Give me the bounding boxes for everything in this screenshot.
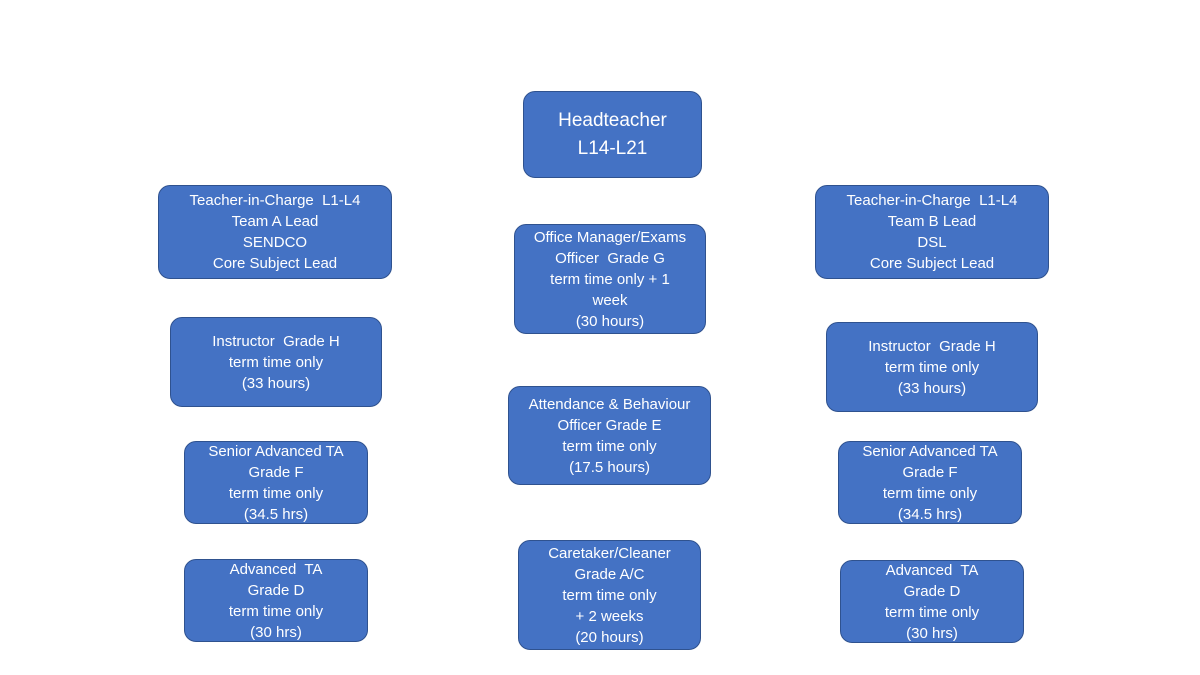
headteacher-box: Headteacher L14-L21 <box>523 91 702 178</box>
attendance-officer-terms: term time only <box>562 437 657 455</box>
advanced-ta-a-box: Advanced TA Grade D term time only (30 h… <box>184 559 368 642</box>
caretaker-cleaner-hours: (20 hours) <box>575 628 644 646</box>
office-manager-grade: Officer Grade G <box>555 249 665 267</box>
teacher-in-charge-b-team: Team B Lead <box>887 213 977 230</box>
advanced-ta-b-box: Advanced TA Grade D term time only (30 h… <box>840 560 1024 643</box>
senior-advanced-ta-b-box: Senior Advanced TA Grade F term time onl… <box>838 441 1022 524</box>
headteacher-title: Headteacher <box>558 109 667 131</box>
advanced-ta-b-terms: term time only <box>884 603 980 621</box>
caretaker-cleaner-terms-cont: + 2 weeks <box>575 607 644 625</box>
office-manager-box: Office Manager/Exams Officer Grade G ter… <box>514 224 706 334</box>
instructor-b-title: Instructor Grade H <box>868 337 996 355</box>
caretaker-cleaner-title: Caretaker/Cleaner <box>548 544 671 562</box>
teacher-in-charge-b-box: Teacher-in-Charge L1-L4 Team B Lead DSL … <box>815 185 1049 279</box>
attendance-officer-title: Attendance & Behaviour <box>528 395 691 413</box>
senior-advanced-ta-a-box: Senior Advanced TA Grade F term time onl… <box>184 441 368 524</box>
instructor-b-box: Instructor Grade H term time only (33 ho… <box>826 322 1038 412</box>
attendance-officer-grade: Officer Grade E <box>557 416 662 434</box>
instructor-b-hours: (33 hours) <box>897 379 967 397</box>
senior-advanced-ta-a-grade: Grade F <box>248 463 304 481</box>
office-manager-hours: (30 hours) <box>575 312 645 330</box>
caretaker-cleaner-terms: term time only <box>562 586 657 604</box>
advanced-ta-a-title: Advanced TA <box>229 560 323 578</box>
teacher-in-charge-a-role: SENDCO <box>242 234 308 251</box>
headteacher-grade: L14-L21 <box>577 137 648 159</box>
senior-advanced-ta-b-title: Senior Advanced TA <box>862 442 998 460</box>
caretaker-cleaner-box: Caretaker/Cleaner Grade A/C term time on… <box>518 540 701 650</box>
teacher-in-charge-a-title: Teacher-in-Charge L1-L4 <box>189 192 361 209</box>
senior-advanced-ta-b-hours: (34.5 hrs) <box>897 505 963 523</box>
senior-advanced-ta-a-hours: (34.5 hrs) <box>243 505 309 523</box>
senior-advanced-ta-a-title: Senior Advanced TA <box>208 442 344 460</box>
teacher-in-charge-b-subject: Core Subject Lead <box>869 255 995 272</box>
teacher-in-charge-a-box: Teacher-in-Charge L1-L4 Team A Lead SEND… <box>158 185 392 279</box>
instructor-a-terms: term time only <box>228 353 324 371</box>
attendance-officer-box: Attendance & Behaviour Officer Grade E t… <box>508 386 711 485</box>
instructor-a-title: Instructor Grade H <box>212 332 340 350</box>
advanced-ta-a-hours: (30 hrs) <box>250 623 302 641</box>
office-manager-terms-cont: week <box>592 291 628 309</box>
senior-advanced-ta-b-grade: Grade F <box>902 463 958 481</box>
office-manager-terms: term time only + 1 <box>550 270 670 288</box>
senior-advanced-ta-a-terms: term time only <box>228 484 324 502</box>
advanced-ta-a-grade: Grade D <box>247 581 305 599</box>
instructor-b-terms: term time only <box>884 358 980 376</box>
caretaker-cleaner-grade: Grade A/C <box>574 565 645 583</box>
advanced-ta-b-title: Advanced TA <box>885 561 979 579</box>
attendance-officer-hours: (17.5 hours) <box>569 458 650 476</box>
senior-advanced-ta-b-terms: term time only <box>882 484 978 502</box>
advanced-ta-b-hours: (30 hrs) <box>906 624 958 642</box>
advanced-ta-b-grade: Grade D <box>903 582 961 600</box>
instructor-a-hours: (33 hours) <box>241 374 311 392</box>
teacher-in-charge-b-title: Teacher-in-Charge L1-L4 <box>846 192 1018 209</box>
instructor-a-box: Instructor Grade H term time only (33 ho… <box>170 317 382 407</box>
teacher-in-charge-a-team: Team A Lead <box>231 213 319 230</box>
office-manager-title: Office Manager/Exams <box>533 228 687 246</box>
teacher-in-charge-b-role: DSL <box>917 234 947 251</box>
teacher-in-charge-a-subject: Core Subject Lead <box>212 255 338 272</box>
advanced-ta-a-terms: term time only <box>228 602 324 620</box>
